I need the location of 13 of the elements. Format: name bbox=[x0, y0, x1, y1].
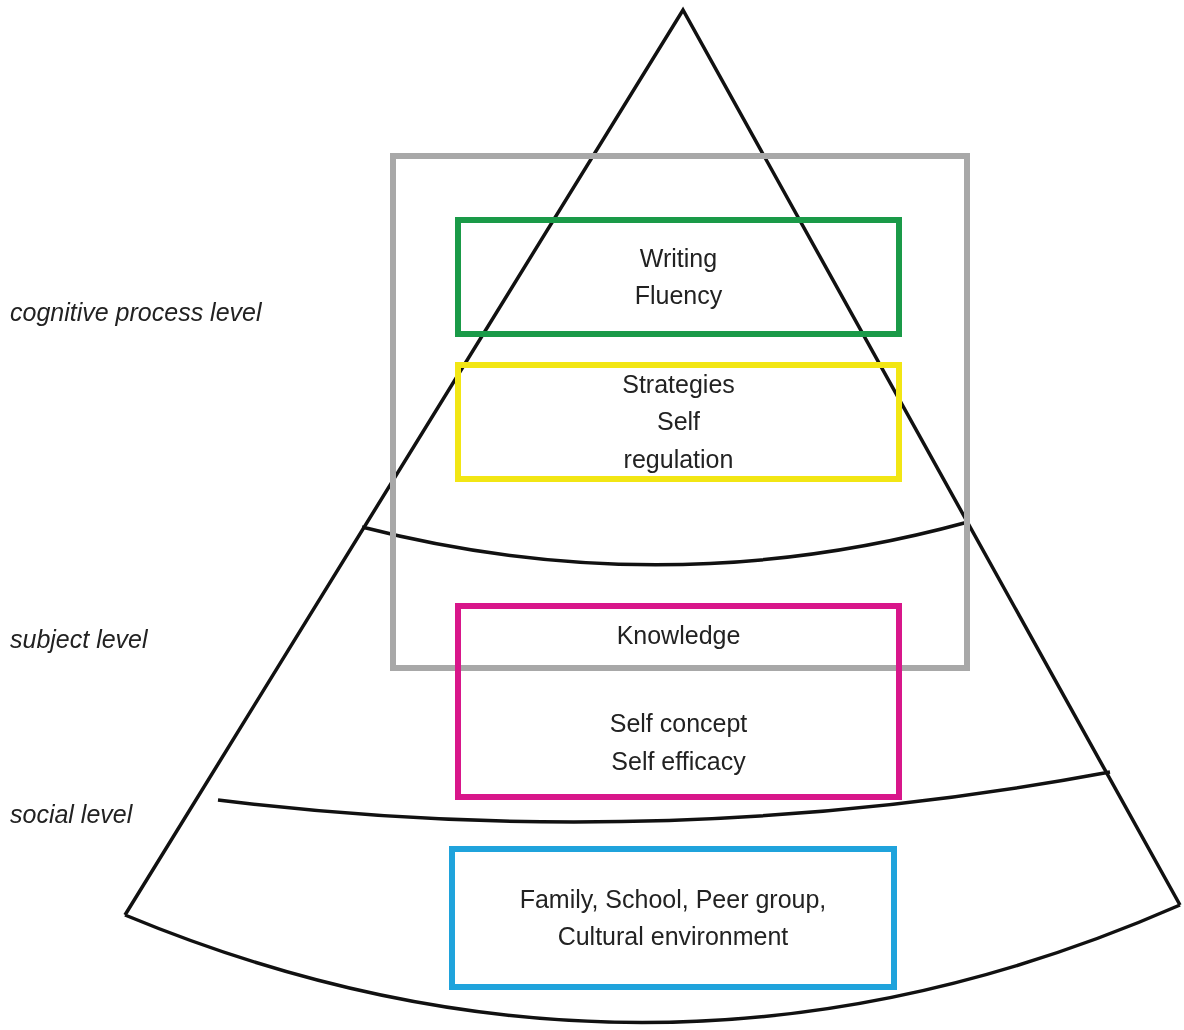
level-label: cognitive process level bbox=[10, 298, 262, 327]
level-label: social level bbox=[10, 800, 133, 829]
box-subtext: Self concept Self efficacy bbox=[608, 708, 749, 777]
box-text: Strategies Self regulation bbox=[621, 368, 736, 475]
box-text: Knowledge bbox=[616, 620, 741, 651]
outline-frame bbox=[390, 153, 970, 671]
box-text: Writing Fluency bbox=[633, 242, 724, 311]
outlined-box bbox=[455, 603, 902, 800]
box-text: Family, School, Peer group, Cultural environment bbox=[518, 883, 828, 952]
outlined-box bbox=[449, 846, 897, 990]
level-label: subject level bbox=[10, 625, 148, 654]
outlined-box bbox=[455, 362, 902, 482]
outlined-box bbox=[455, 217, 902, 337]
